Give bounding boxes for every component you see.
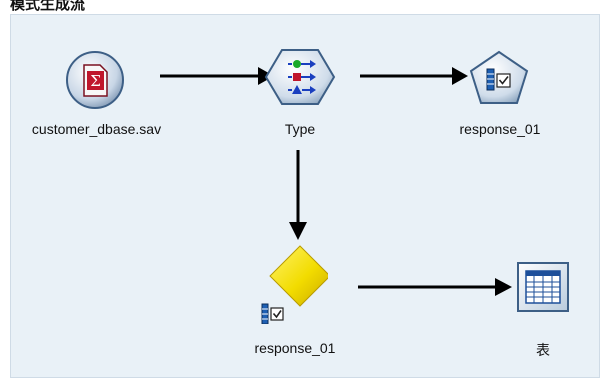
- page-title: 模式生成流: [10, 0, 86, 13]
- stream-node-type[interactable]: [264, 48, 336, 106]
- node-label-table: 表: [536, 342, 550, 358]
- sav-source-icon: Σ: [66, 51, 124, 109]
- stream-node-model-top[interactable]: [468, 50, 530, 106]
- node-label-type: Type: [284, 121, 316, 137]
- arrowhead-model-table: [495, 278, 512, 296]
- table-output-icon: [517, 262, 569, 312]
- svg-text:Σ: Σ: [90, 72, 101, 90]
- node-label-model-top: response_01: [459, 121, 541, 137]
- type-node-icon: [264, 49, 336, 105]
- stream-node-table[interactable]: [515, 260, 571, 314]
- arrowhead-type-model-top: [452, 67, 468, 85]
- model-nugget-icon: [469, 50, 529, 104]
- stream-node-source[interactable]: Σ: [65, 50, 125, 110]
- node-label-source: customer_dbase.sav: [31, 121, 162, 137]
- arrowhead-type-model-bottom: [289, 222, 307, 240]
- model-diamond-icon: [261, 245, 331, 325]
- stream-node-model-bottom[interactable]: [258, 244, 331, 325]
- node-label-model-bottom: response_01: [254, 340, 336, 356]
